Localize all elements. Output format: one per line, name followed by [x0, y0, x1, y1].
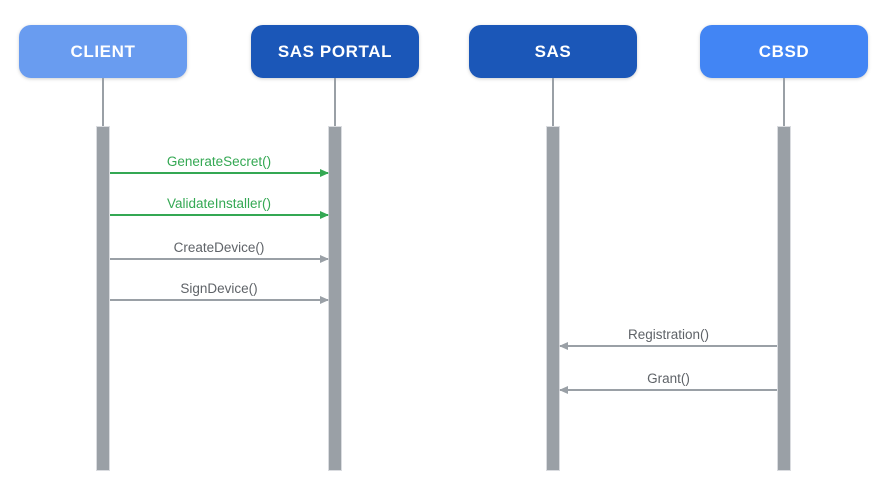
- activation-bar-client: [96, 126, 110, 471]
- message-label: Registration(): [627, 327, 710, 342]
- message-label: CreateDevice(): [173, 240, 265, 255]
- actor-label-client: CLIENT: [70, 41, 136, 61]
- message-line: [110, 214, 328, 216]
- arrowhead-right-icon: [320, 295, 329, 304]
- message-label: GenerateSecret(): [166, 154, 272, 169]
- arrowhead-left-icon: [559, 385, 568, 394]
- actor-label-sas: SAS: [534, 41, 572, 61]
- message-signdevice: SignDevice(): [110, 281, 329, 304]
- message-validateinstaller: ValidateInstaller(): [110, 196, 329, 219]
- message-label: SignDevice(): [180, 281, 258, 296]
- lifeline-client: [102, 78, 104, 126]
- arrowhead-right-icon: [320, 210, 329, 219]
- message-registration: Registration(): [559, 327, 777, 350]
- message-createdevice: CreateDevice(): [110, 240, 329, 263]
- arrowhead-right-icon: [320, 254, 329, 263]
- message-label: ValidateInstaller(): [166, 196, 272, 211]
- actor-box-cbsd: CBSD: [700, 25, 868, 78]
- actor-label-cbsd: CBSD: [758, 41, 810, 61]
- message-label: Grant(): [647, 371, 690, 386]
- actor-box-client: CLIENT: [19, 25, 187, 78]
- message-line: [110, 258, 328, 260]
- lifeline-sas-portal: [334, 78, 336, 126]
- lifeline-sas: [552, 78, 554, 126]
- activation-bar-cbsd: [777, 126, 791, 471]
- activation-bar-sas: [546, 126, 560, 471]
- message-line: [110, 299, 328, 301]
- actor-box-sas: SAS: [469, 25, 637, 78]
- message-grant: Grant(): [559, 371, 777, 394]
- lifeline-cbsd: [783, 78, 785, 126]
- message-generatesecret: GenerateSecret(): [110, 154, 329, 177]
- activation-bar-sas-portal: [328, 126, 342, 471]
- message-line: [110, 172, 328, 174]
- message-line: [560, 345, 777, 347]
- message-line: [560, 389, 777, 391]
- arrowhead-right-icon: [320, 168, 329, 177]
- actor-box-sas-portal: SAS PORTAL: [251, 25, 419, 78]
- actor-label-sas-portal: SAS PORTAL: [277, 41, 393, 61]
- arrowhead-left-icon: [559, 341, 568, 350]
